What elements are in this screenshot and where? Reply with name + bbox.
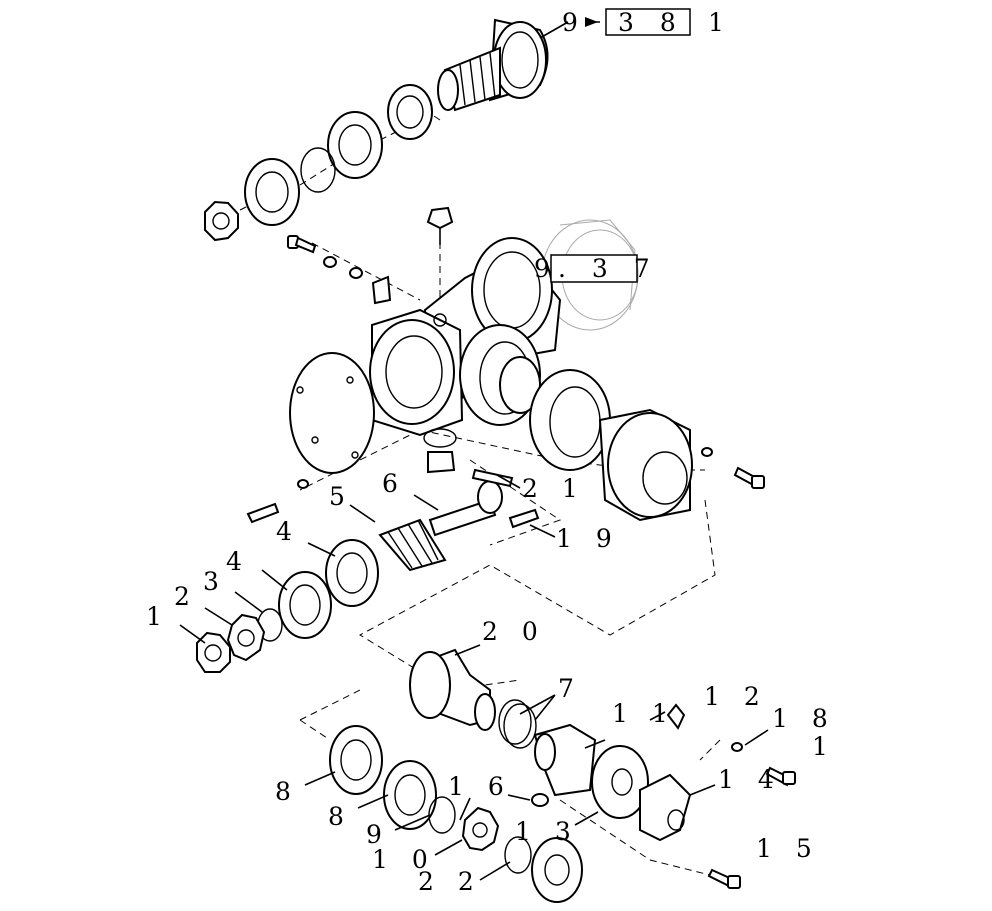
- lower-bearing-washers: [329, 725, 583, 903]
- pinion-gear-and-shaft: [246, 468, 540, 572]
- callout-18: 1 8: [772, 704, 836, 733]
- lower-left-bearing-stack: [196, 539, 379, 673]
- ref-housing-prefix: 9: [534, 254, 559, 283]
- ref-housing-box: . 3 7: [558, 254, 659, 283]
- callout-4b: 4: [276, 517, 300, 546]
- upper-bearing-stack: [204, 84, 433, 242]
- reference-top[interactable]: 9 3 8 1: [562, 8, 733, 37]
- ref-top-box: 3 8: [618, 8, 685, 37]
- lower-right-yoke: [531, 703, 796, 889]
- callout-14: 1 4: [718, 765, 782, 794]
- ref-top-suffix: 1: [708, 8, 733, 37]
- callout-8a: 8: [275, 777, 299, 806]
- callout-19: 1 9: [556, 524, 620, 553]
- callout-22: 2 2: [418, 867, 482, 896]
- leader-lines: [179, 21, 769, 881]
- splined-output-shaft: [437, 18, 549, 112]
- callout-21: 2 1: [522, 474, 586, 503]
- callout-10: 1 0: [372, 845, 436, 874]
- callout-labels: 1 2 3 4 4 5 6 7 8 8 9 1 0 1 1 1 2 1 3 1 …: [146, 469, 836, 896]
- reference-housing[interactable]: 9 . 3 7: [534, 254, 659, 283]
- callout-9: 9: [366, 820, 390, 849]
- callout-12: 1 2: [704, 682, 768, 711]
- ref-top-box-frame: [605, 8, 691, 36]
- ref-housing-box-frame: [550, 254, 638, 283]
- breather-and-upper-bolts: [287, 206, 454, 305]
- callout-7: 7: [558, 674, 582, 703]
- side-flange-assembly: [499, 356, 765, 522]
- callout-20: 2 0: [482, 617, 546, 646]
- callout-4a: 4: [226, 547, 250, 576]
- callout-15: 1 5: [756, 834, 820, 863]
- callout-11: 1 1: [612, 699, 676, 728]
- callout-1a: 1: [146, 602, 170, 631]
- callout-6: 6: [382, 469, 406, 498]
- ring-gear-and-hub: [409, 648, 597, 797]
- assembly-dash-lines: [239, 99, 731, 881]
- callout-3: 3: [203, 567, 227, 596]
- callout-8b: 8: [328, 802, 352, 831]
- callout-2: 2: [174, 582, 198, 611]
- arrow-right-icon: [585, 17, 598, 27]
- drain-plug: [423, 428, 457, 474]
- callout-5: 5: [329, 482, 353, 511]
- callout-16: 1 6: [448, 772, 512, 801]
- callout-17: 1: [812, 732, 836, 761]
- callout-13: 1 3: [515, 817, 579, 846]
- ref-top-prefix: 9: [562, 8, 587, 37]
- cover-plate: [289, 352, 375, 474]
